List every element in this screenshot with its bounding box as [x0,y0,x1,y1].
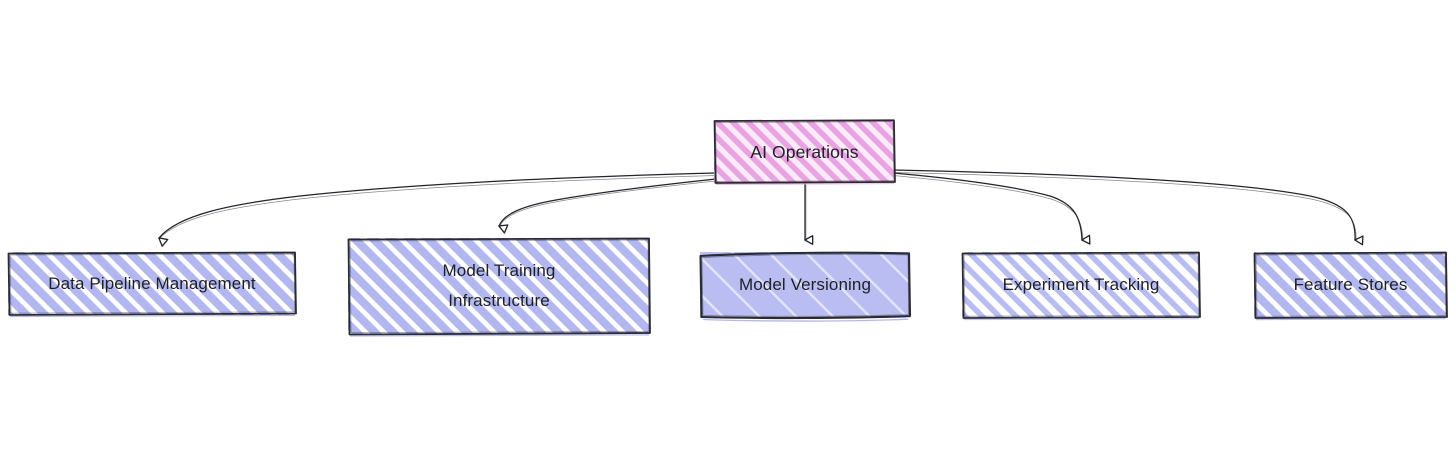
edge-root-to-feature-stores [892,169,1364,246]
node-ai-operations[interactable] [713,119,896,186]
node-model-training-infrastructure[interactable] [347,237,651,337]
node-feature-stores[interactable] [1253,251,1448,321]
node-model-versioning[interactable] [699,251,912,322]
edge-root-to-model-versioning [804,183,814,245]
edge-root-to-experiment-tracking [892,172,1091,245]
edge-root-to-data-pipeline [158,172,717,247]
edge-layer [158,169,1364,247]
edge-root-to-model-training [498,178,717,234]
node-data-pipeline-management[interactable] [7,251,297,318]
node-experiment-tracking[interactable] [961,251,1201,321]
